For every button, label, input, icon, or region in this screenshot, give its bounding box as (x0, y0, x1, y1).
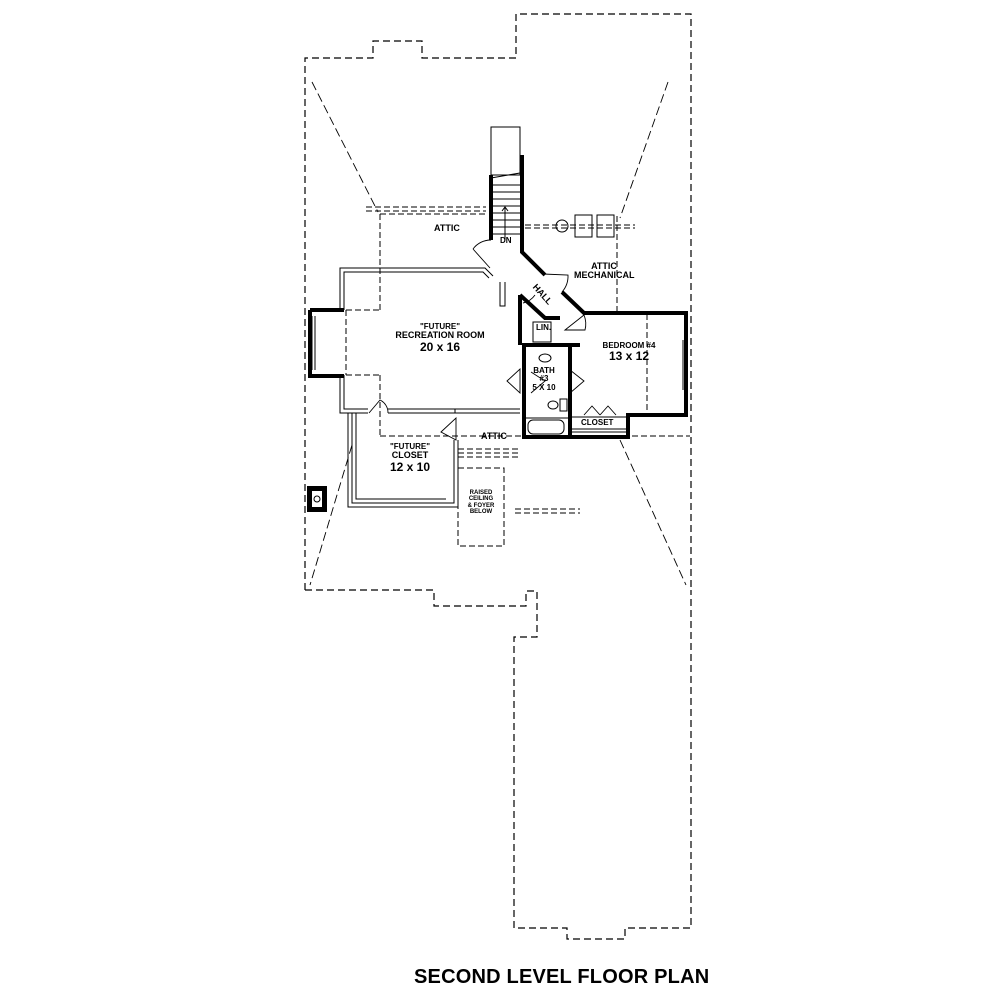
recreation-room-walls (339, 267, 520, 508)
chimney-vent (307, 486, 327, 512)
plan-title: SECOND LEVEL FLOOR PLAN (414, 966, 710, 988)
attic-bottom-label: ATTIC (481, 431, 507, 441)
attic-top-label: ATTIC (434, 223, 460, 233)
exterior-walls (308, 155, 688, 439)
stair-down-label: DN (500, 236, 512, 245)
bedroom4-size: 13 x 12 (608, 349, 650, 364)
raised-ceiling-line2: CEILING (468, 496, 494, 503)
future-closet-label: "FUTURE" CLOSET 12 x 10 (380, 442, 440, 474)
bedroom-closet-label: CLOSET (581, 418, 614, 427)
recreation-name: RECREATION ROOM (395, 330, 485, 341)
future-closet-note: "FUTURE" (389, 442, 431, 451)
bath3-label: BATH #3 5 X 10 (528, 366, 560, 392)
sink (538, 353, 552, 363)
recreation-note: "FUTURE" (419, 322, 461, 331)
raised-ceiling-line4: BELOW (469, 508, 493, 515)
raised-ceiling-line1: RAISED (469, 490, 493, 496)
future-closet-name: CLOSET (391, 450, 429, 461)
roof-outline (304, 13, 692, 940)
recreation-room-label: "FUTURE" RECREATION ROOM 20 x 16 (390, 322, 490, 354)
raised-ceiling-label: RAISED CEILING & FOYER BELOW (463, 490, 499, 515)
door-swings (368, 239, 617, 441)
hvac-units (574, 214, 615, 238)
water-heater (555, 219, 569, 233)
attic-mechanical-line2: MECHANICAL (574, 270, 635, 281)
bath3-line1: BATH (533, 366, 555, 375)
raised-ceiling-line3: & FOYER (467, 502, 495, 509)
attic-mechanical-line1: ATTIC (591, 261, 617, 271)
linen-label: LIN. (536, 323, 552, 332)
bath3-size: 5 X 10 (532, 382, 556, 392)
staircase (490, 126, 521, 240)
future-closet-size: 12 x 10 (389, 459, 431, 474)
attic-mechanical-label: ATTIC MECHANICAL (574, 261, 635, 281)
hip-lines (309, 81, 687, 586)
toilet (547, 398, 568, 412)
bath3-line2: #3 (539, 374, 549, 384)
bathtub (524, 417, 570, 437)
bedroom4-label: BEDROOM #4 13 x 12 (594, 341, 664, 364)
recreation-size: 20 x 16 (419, 339, 461, 354)
bedroom4-name: BEDROOM #4 (602, 341, 656, 350)
bay-window (311, 316, 316, 370)
